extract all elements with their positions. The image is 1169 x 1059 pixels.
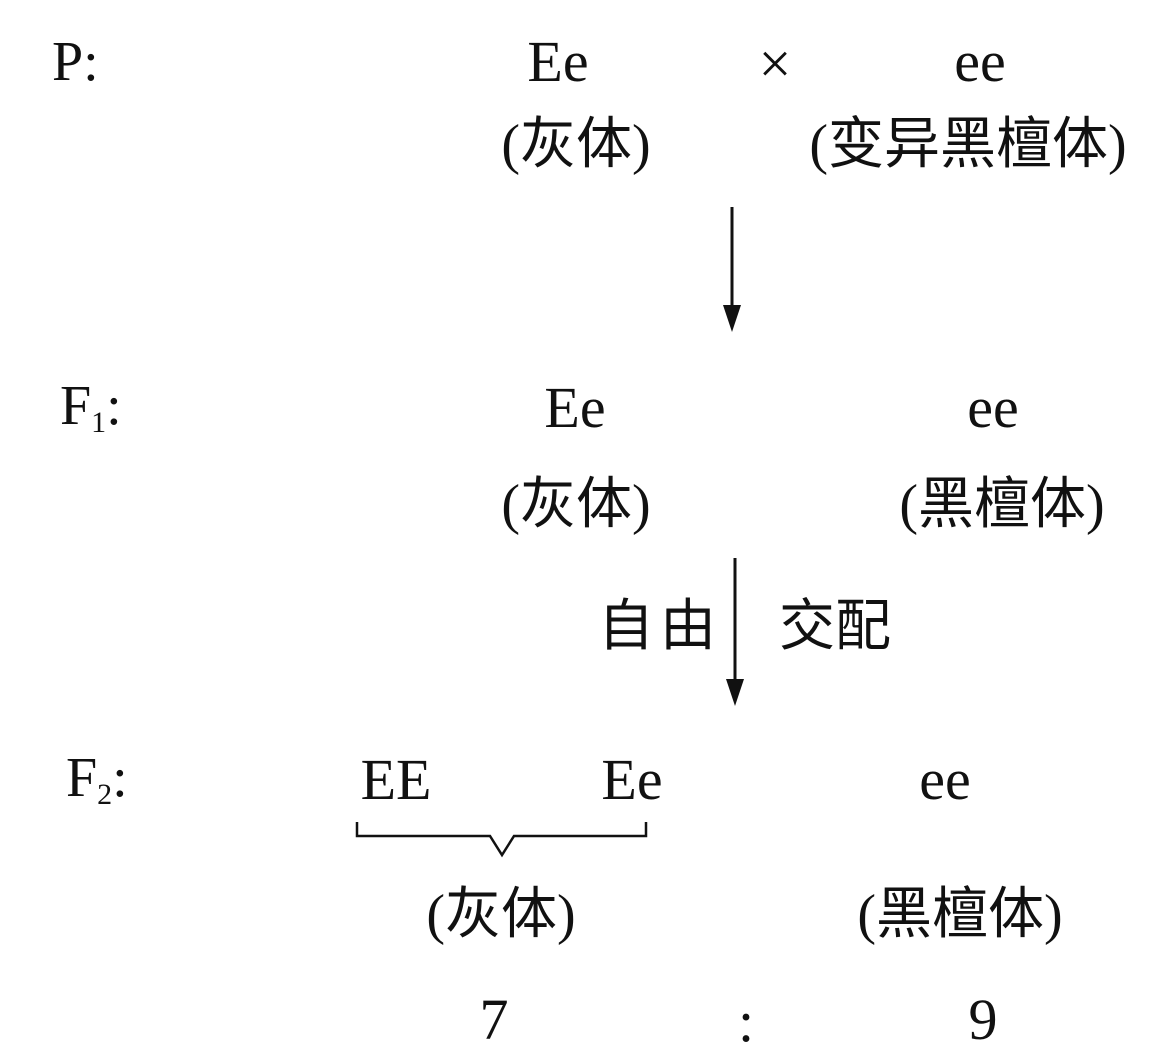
- p-female-genotype: Ee: [527, 29, 589, 94]
- cross-symbol: ×: [758, 31, 792, 96]
- f1-label-sub: 1: [91, 406, 107, 439]
- f1-phenotype-b: (黑檀体): [899, 474, 1105, 536]
- p-male-genotype: ee: [954, 29, 1006, 94]
- f1-label: F1:: [60, 378, 122, 438]
- p-female-phenotype: (灰体): [501, 114, 651, 176]
- arrow-p-to-f1: [723, 207, 741, 332]
- f2-label-main: F: [66, 747, 98, 809]
- f1-genotype-b: ee: [967, 375, 1019, 440]
- f1-phenotype-a: (灰体): [501, 474, 651, 536]
- f2-genotype-heterozygous: Ee: [601, 747, 663, 812]
- p-male-phenotype: (变异黑檀体): [809, 114, 1127, 176]
- f1-label-main: F: [60, 375, 92, 437]
- arrow-f1-to-f2: [726, 558, 744, 706]
- ratio-colon: :: [737, 989, 755, 1054]
- ratio-a: 7: [479, 987, 509, 1052]
- f1-label-colon: :: [106, 375, 122, 437]
- f2-label-colon: :: [112, 747, 128, 809]
- f2-phenotype-a: (灰体): [426, 884, 576, 946]
- f1-genotype-a: Ee: [544, 375, 606, 440]
- f2-genotype-ee-dominant: EE: [360, 747, 432, 812]
- f2-genotype-recessive: ee: [919, 747, 971, 812]
- p-label: P:: [52, 31, 99, 93]
- brace-grouping: [355, 822, 648, 858]
- f2-label-sub: 2: [97, 778, 113, 811]
- f2-label: F2:: [66, 750, 128, 810]
- ratio-b: 9: [968, 987, 998, 1052]
- mating-right-text: 交配: [779, 596, 891, 658]
- mating-left-text: 自由: [598, 596, 722, 658]
- f2-phenotype-b: (黑檀体): [857, 884, 1063, 946]
